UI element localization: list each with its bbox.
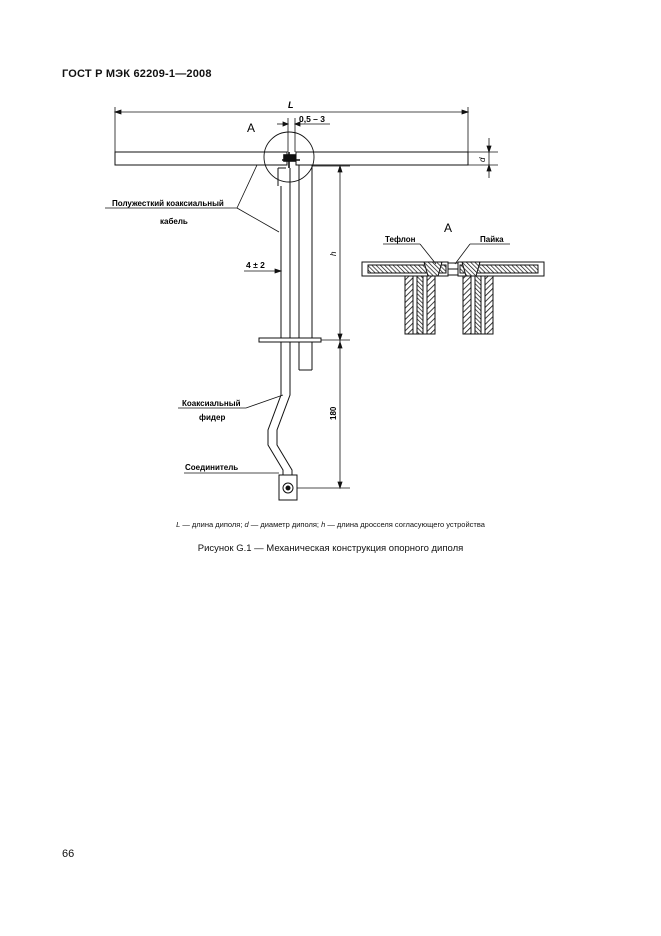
- dimension-180: [297, 340, 350, 490]
- dimension-offset: [244, 268, 283, 274]
- legend-L-text: — длина диполя;: [180, 520, 245, 529]
- label-semi-rigid-1: Полужесткий коаксиальный: [112, 199, 224, 208]
- legend-d-symbol: d: [244, 520, 249, 529]
- detail-leaders: [383, 243, 510, 265]
- label-L: L: [288, 100, 294, 110]
- legend-h-symbol: h: [321, 520, 326, 529]
- detail-title-a: A: [444, 221, 452, 235]
- label-180: 180: [329, 406, 338, 420]
- legend-h-text: — длина дросселя согласующего устройства: [325, 520, 485, 529]
- label-coax-1: Коаксиальный: [182, 399, 241, 408]
- balun-sleeve: [298, 165, 313, 371]
- semi-rigid-cable: [267, 167, 293, 475]
- figure-legend: L — длина диполя; d — диаметр диполя; h …: [0, 520, 661, 529]
- document-header: ГОСТ Р МЭК 62209-1—2008: [62, 68, 212, 80]
- page-number: 66: [62, 848, 75, 860]
- dimension-h: [312, 164, 350, 342]
- label-solder: Пайка: [480, 235, 504, 244]
- figure-caption: Рисунок G.1 — Механическая конструкция о…: [197, 543, 464, 554]
- short-circuit-plate: [258, 337, 322, 343]
- dimension-d: [468, 138, 498, 178]
- dimension-L: [113, 107, 470, 152]
- dipole-arms: [114, 151, 469, 166]
- legend-d-text: — диаметр диполя;: [248, 520, 322, 529]
- feed-point: [282, 152, 300, 168]
- detail-circle-a: [263, 131, 315, 183]
- leader-semi-rigid: [105, 164, 280, 233]
- label-gap: 0,5 – 3: [299, 114, 325, 124]
- label-semi-rigid-2: кабель: [160, 217, 188, 226]
- label-connector: Соединитель: [185, 463, 238, 472]
- label-coax-2: фидер: [199, 413, 225, 422]
- connector-body: [278, 474, 298, 501]
- legend-L-symbol: L: [176, 520, 181, 529]
- dimension-gap: [277, 118, 330, 152]
- label-teflon: Тефлон: [385, 235, 416, 244]
- leader-coax-feeder: [178, 394, 284, 409]
- label-h: h: [329, 251, 338, 256]
- label-d: d: [478, 157, 487, 162]
- detail-mark-a: A: [247, 121, 255, 135]
- label-offset: 4 ± 2: [246, 260, 265, 270]
- detail-a-view: [361, 261, 545, 335]
